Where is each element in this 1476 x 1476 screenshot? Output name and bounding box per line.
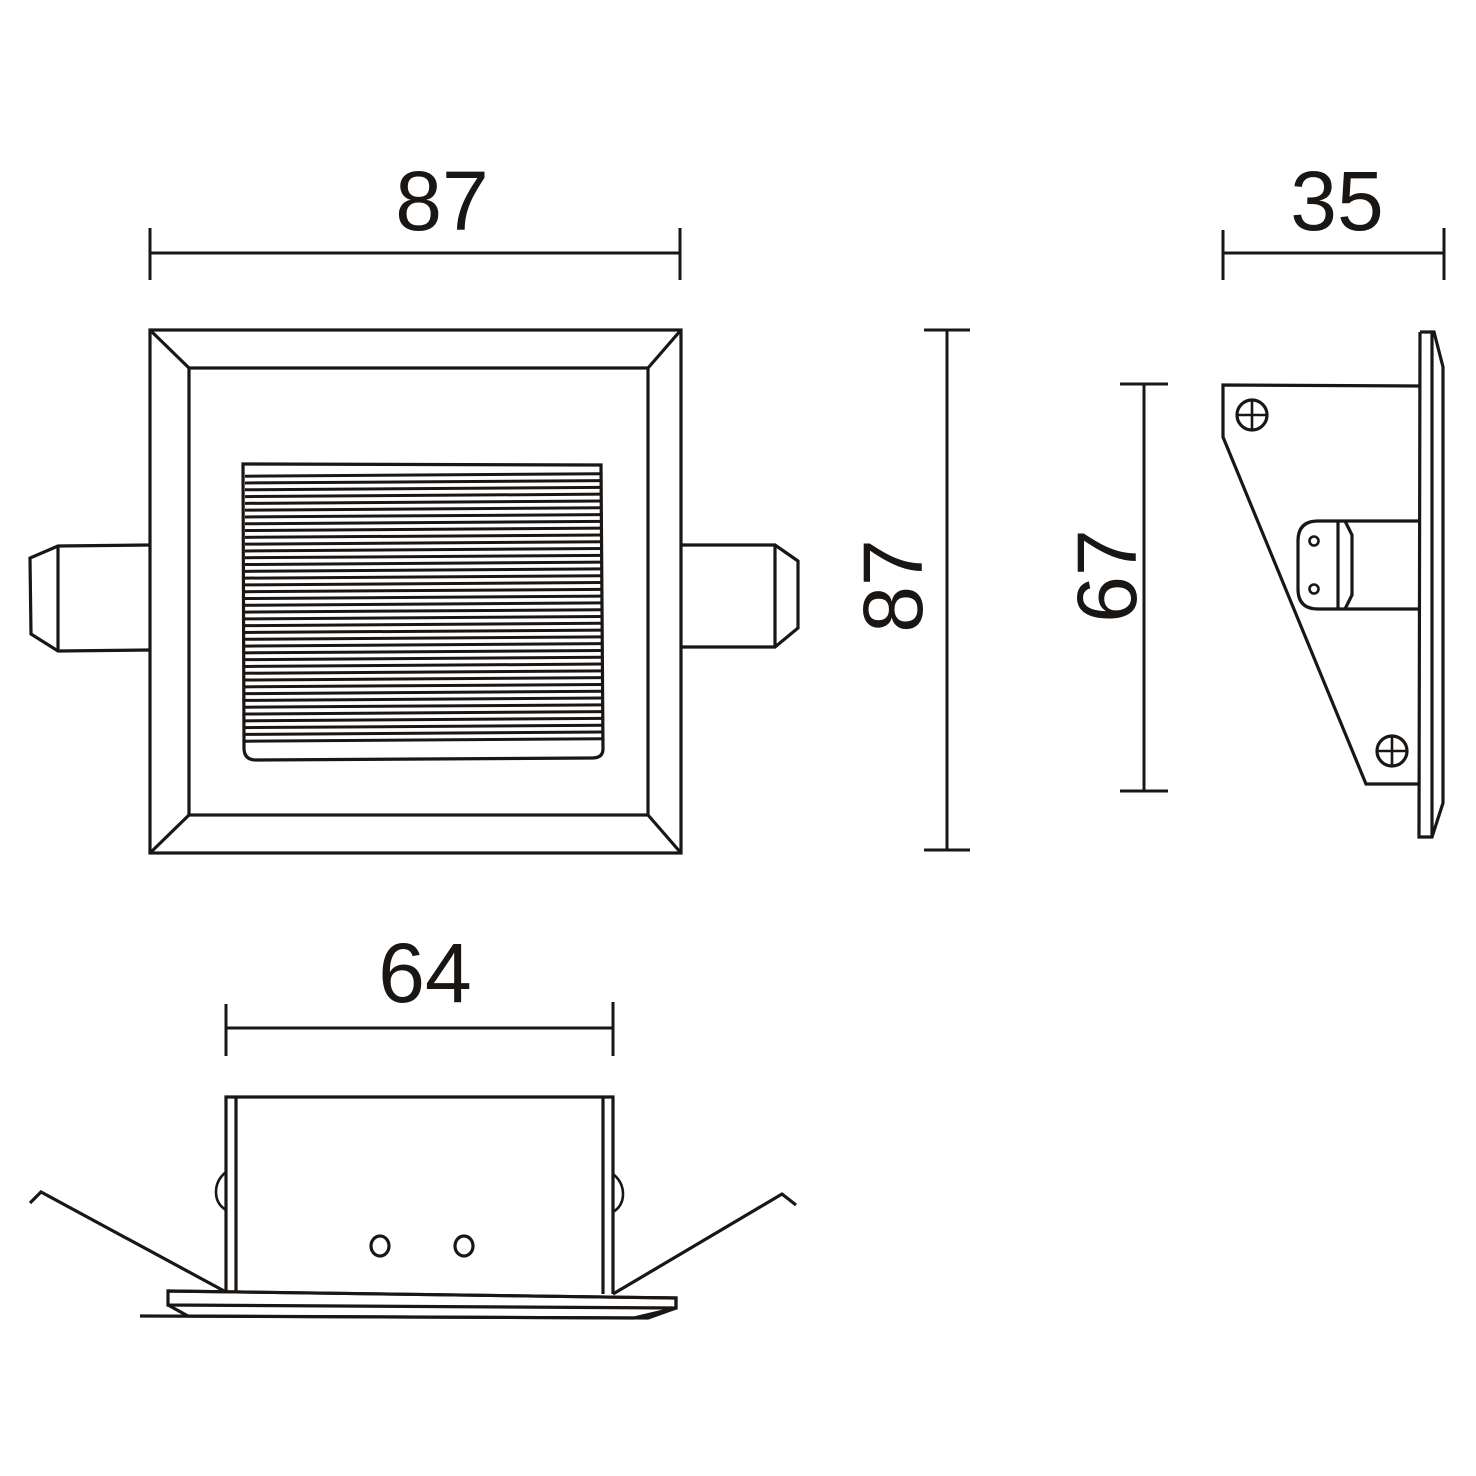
dimension-label-front-height: 87 <box>846 539 940 632</box>
dimension-front-width: 87 <box>148 154 682 280</box>
dimension-side-height: 67 <box>1060 382 1168 793</box>
bezel-frame <box>148 328 683 855</box>
dimension-label-side-depth: 35 <box>1290 154 1383 248</box>
dimension-label-side-height: 67 <box>1060 529 1154 622</box>
dimension-front-height: 87 <box>846 328 970 852</box>
lens-ribs <box>244 472 603 743</box>
right-mounting-clip <box>681 543 800 649</box>
left-spring-clip <box>28 1190 227 1294</box>
dimension-label-bottom-width: 64 <box>378 926 471 1020</box>
screw-icon <box>1235 398 1269 432</box>
side-housing <box>1221 383 1421 786</box>
dimension-side-depth: 35 <box>1221 154 1446 280</box>
right-spring-clip <box>612 1192 797 1296</box>
terminal-block <box>1296 519 1420 611</box>
louvered-lens <box>241 462 605 762</box>
side-faceplate <box>1417 330 1445 839</box>
dimension-label-front-width: 87 <box>395 154 488 248</box>
left-mounting-clip <box>28 543 151 653</box>
front-view: 87 87 <box>28 154 970 855</box>
screw-icon <box>1375 734 1409 768</box>
dimension-bottom-width: 64 <box>224 926 615 1056</box>
bottom-view: 64 <box>28 926 797 1320</box>
side-view: 35 67 <box>1060 154 1446 839</box>
bottom-housing <box>214 1095 625 1294</box>
bottom-faceplate <box>139 1289 678 1320</box>
